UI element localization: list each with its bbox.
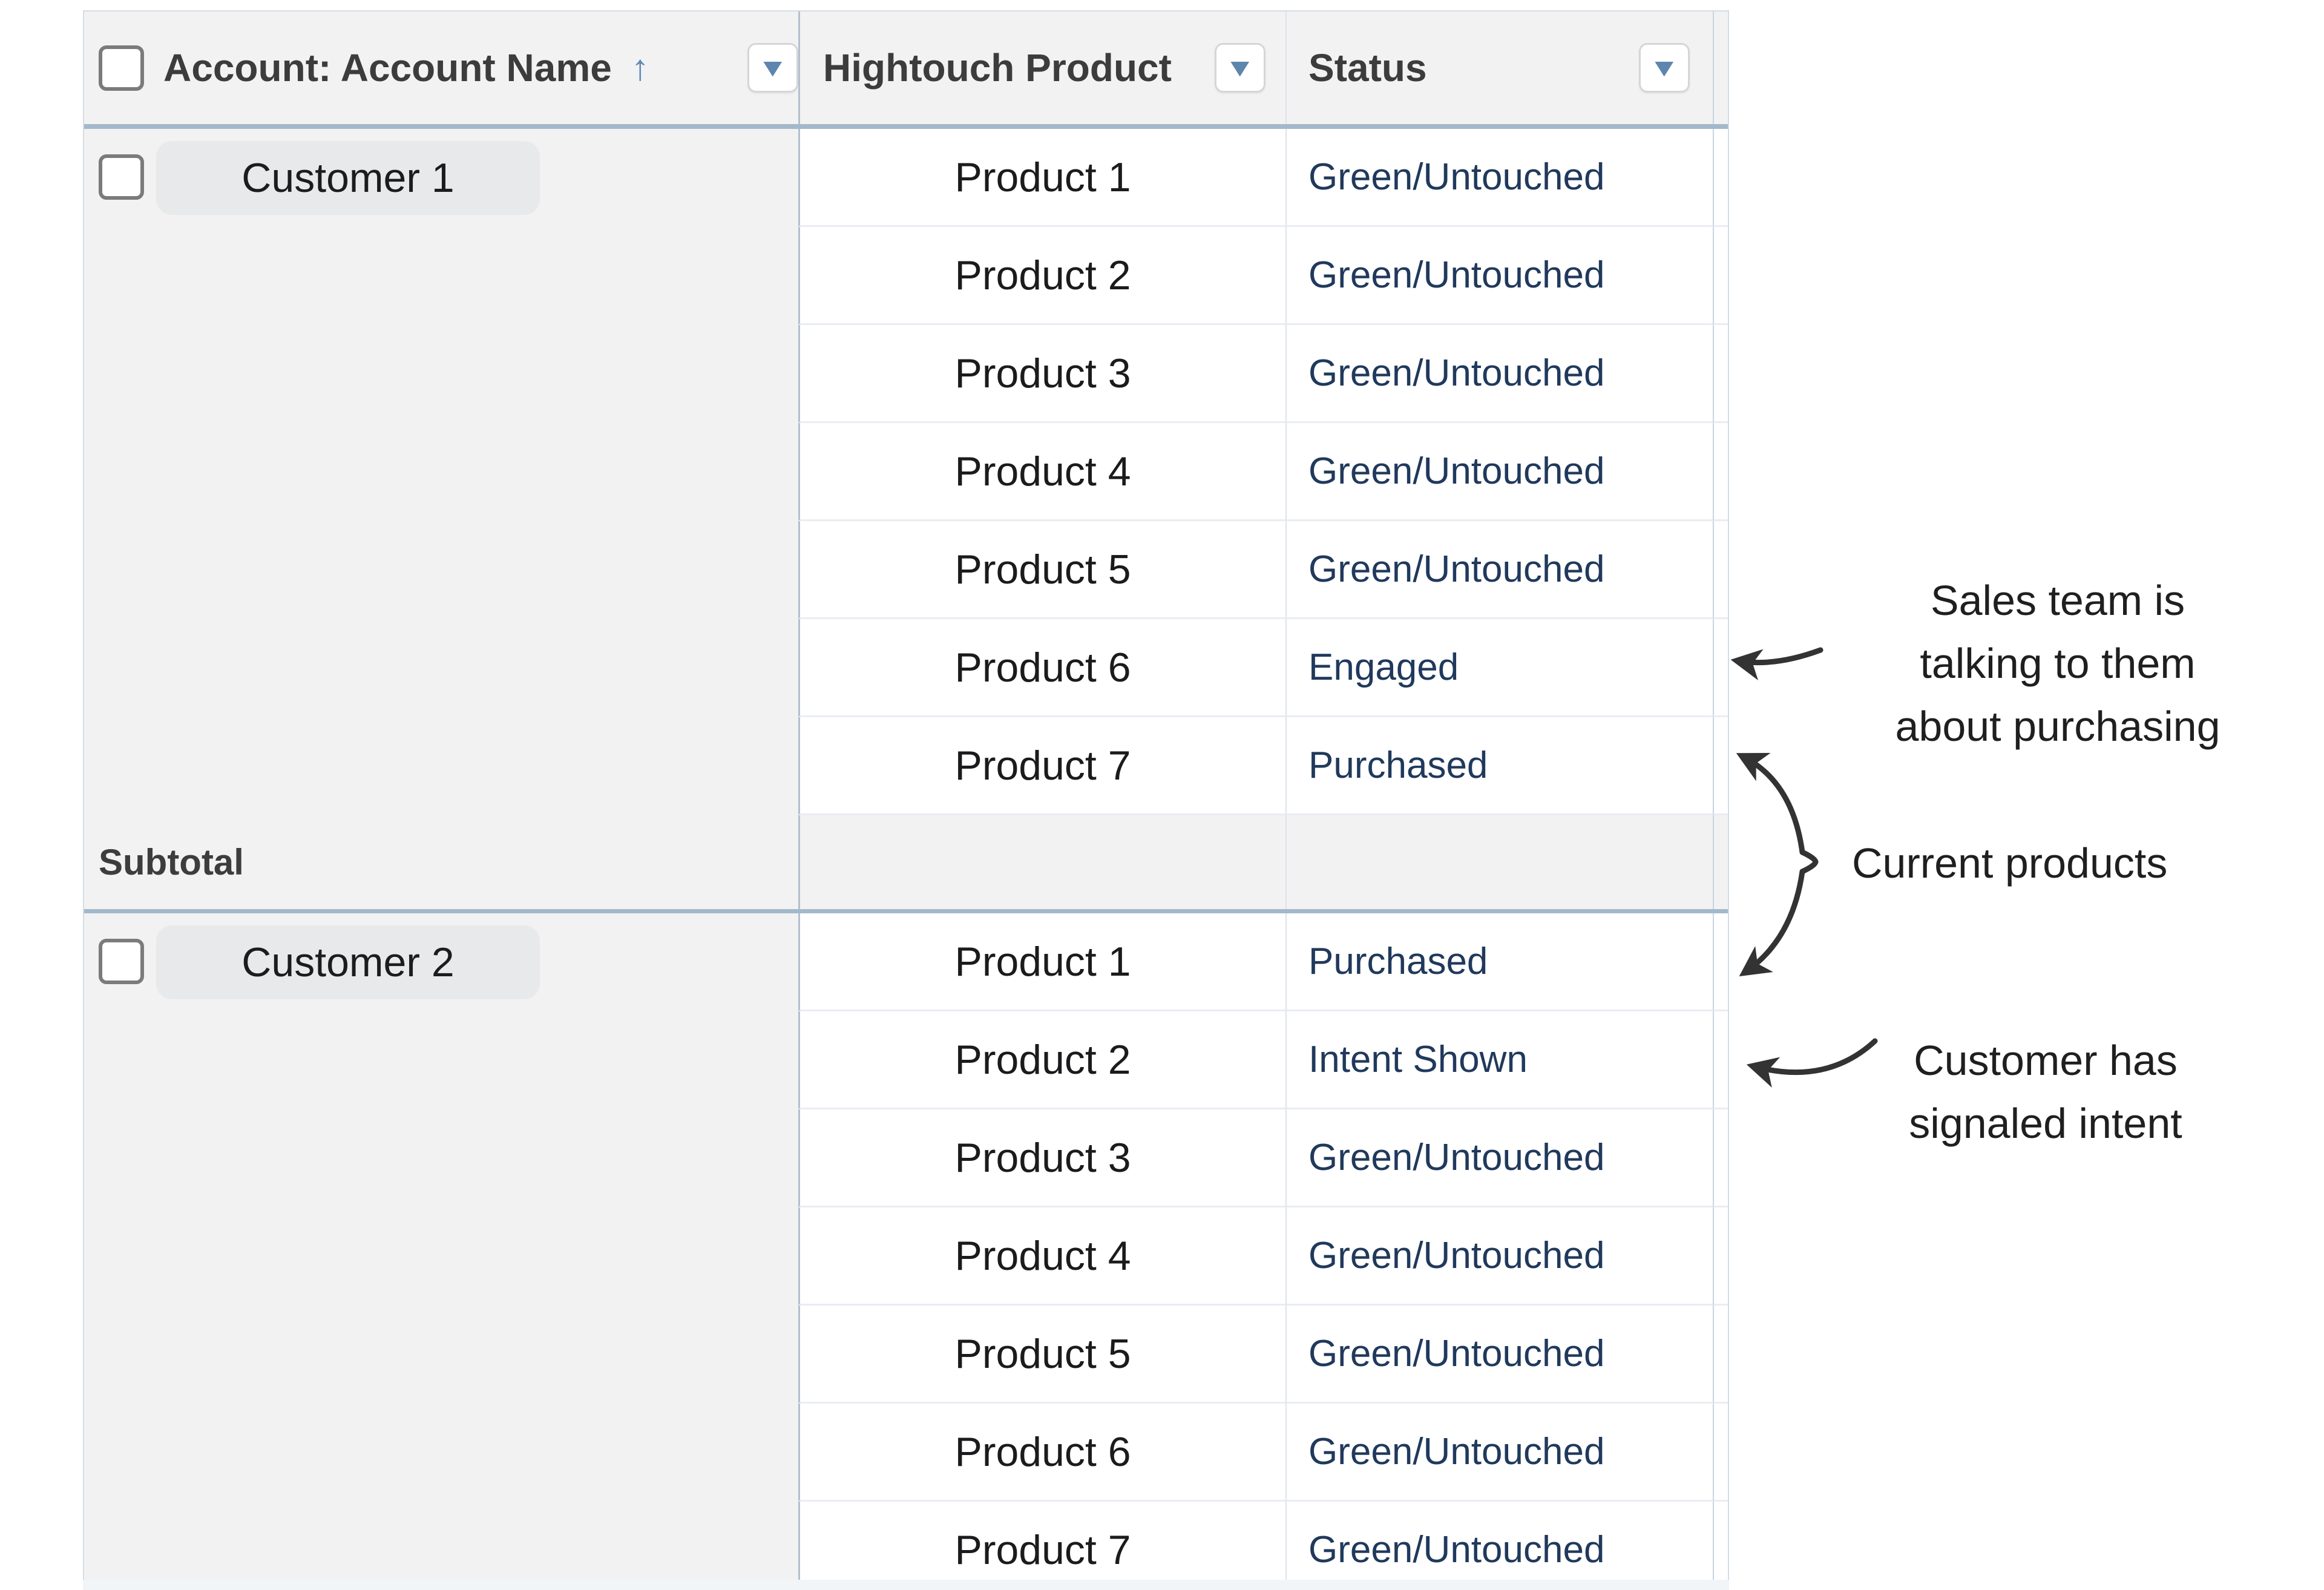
account-name-pill: Customer 1 [156, 141, 540, 215]
product-cell: Product 6 [798, 619, 1285, 717]
edge-cell [1713, 521, 1728, 619]
status-cell[interactable]: Purchased [1285, 717, 1713, 815]
sort-ascending-icon[interactable]: ↑ [631, 47, 649, 88]
filter-button-product[interactable]: ▼ [1215, 43, 1265, 93]
edge-cell [1713, 423, 1728, 521]
status-cell[interactable]: Green/Untouched [1285, 521, 1713, 619]
row-select-checkbox[interactable] [99, 939, 144, 984]
status-cell[interactable]: Green/Untouched [1285, 129, 1713, 227]
annotation-signaled-intent: Customer has signaled intent [1909, 1037, 2182, 1147]
edge-cell [1713, 717, 1728, 815]
status-cell[interactable]: Green/Untouched [1285, 423, 1713, 521]
status-cell[interactable]: Green/Untouched [1285, 1109, 1713, 1207]
product-cell: Product 3 [798, 325, 1285, 423]
subtotal-row: Subtotal [84, 815, 1728, 913]
product-cell: Product 1 [798, 129, 1285, 227]
arrow-current-bottom-icon [1739, 869, 1805, 977]
product-cell: Product 5 [798, 521, 1285, 619]
product-cell: Product 3 [798, 1109, 1285, 1207]
edge-cell [1713, 1502, 1728, 1590]
status-cell[interactable]: Green/Untouched [1285, 1207, 1713, 1306]
edge-cell [1713, 1109, 1728, 1207]
product-cell: Product 1 [798, 913, 1285, 1011]
account-name-pill: Customer 2 [156, 925, 540, 999]
filter-dropdown-icon: ▼ [1224, 53, 1256, 82]
subtotal-edge-cell [1713, 815, 1728, 909]
column-header-account[interactable]: Account: Account Name ↑ ▼ [84, 11, 798, 124]
edge-cell [1713, 619, 1728, 717]
brace-tip-icon [1799, 849, 1819, 875]
product-cell: Product 2 [798, 1011, 1285, 1109]
arrow-engaged-icon [1730, 647, 1823, 680]
table-edge-spacer [1713, 11, 1728, 124]
report-table: Account: Account Name ↑ ▼ Hightouch Prod… [83, 10, 1729, 1590]
subtotal-product-cell [798, 815, 1285, 909]
bottom-edge-strip [83, 1580, 1729, 1590]
edge-cell [1713, 1207, 1728, 1306]
edge-cell [1713, 325, 1728, 423]
account-cell: Customer 1 [84, 129, 798, 815]
filter-button-status[interactable]: ▼ [1639, 43, 1690, 93]
edge-cell [1713, 1404, 1728, 1502]
edge-cell [1713, 227, 1728, 325]
edge-cell [1713, 129, 1728, 227]
edge-cell [1713, 913, 1728, 1011]
select-all-checkbox[interactable] [99, 45, 144, 91]
status-cell[interactable]: Green/Untouched [1285, 1404, 1713, 1502]
status-cell[interactable]: Green/Untouched [1285, 1306, 1713, 1404]
product-cell: Product 4 [798, 1207, 1285, 1306]
column-header-product[interactable]: Hightouch Product ▼ [798, 11, 1285, 124]
status-cell[interactable]: Purchased [1285, 913, 1713, 1011]
edge-cell [1713, 1011, 1728, 1109]
product-cell: Product 6 [798, 1404, 1285, 1502]
product-cell: Product 7 [798, 1502, 1285, 1590]
status-cell[interactable]: Green/Untouched [1285, 1502, 1713, 1590]
filter-dropdown-icon: ▼ [757, 53, 789, 82]
status-cell[interactable]: Green/Untouched [1285, 227, 1713, 325]
status-cell[interactable]: Engaged [1285, 619, 1713, 717]
annotation-current-products: Current products [1852, 839, 2168, 887]
subtotal-label: Subtotal [99, 842, 244, 882]
edge-cell [1713, 1306, 1728, 1404]
column-header-label: Status [1308, 46, 1427, 90]
column-header-label: Hightouch Product [823, 46, 1172, 90]
product-cell: Product 5 [798, 1306, 1285, 1404]
product-cell: Product 2 [798, 227, 1285, 325]
status-cell[interactable]: Green/Untouched [1285, 325, 1713, 423]
column-header-label: Account: Account Name [163, 46, 612, 90]
column-header-status[interactable]: Status ▼ [1285, 11, 1713, 124]
arrow-current-top-icon [1736, 753, 1805, 855]
filter-button-account[interactable]: ▼ [747, 43, 798, 93]
subtotal-status-cell [1285, 815, 1713, 909]
filter-dropdown-icon: ▼ [1649, 53, 1680, 82]
row-select-checkbox[interactable] [99, 154, 144, 200]
annotation-sales-team: Sales team is talking to them about purc… [1895, 577, 2221, 750]
table-header-row: Account: Account Name ↑ ▼ Hightouch Prod… [84, 11, 1728, 129]
product-cell: Product 4 [798, 423, 1285, 521]
status-cell[interactable]: Intent Shown [1285, 1011, 1713, 1109]
account-cell: Customer 2 [84, 913, 798, 1590]
product-cell: Product 7 [798, 717, 1285, 815]
